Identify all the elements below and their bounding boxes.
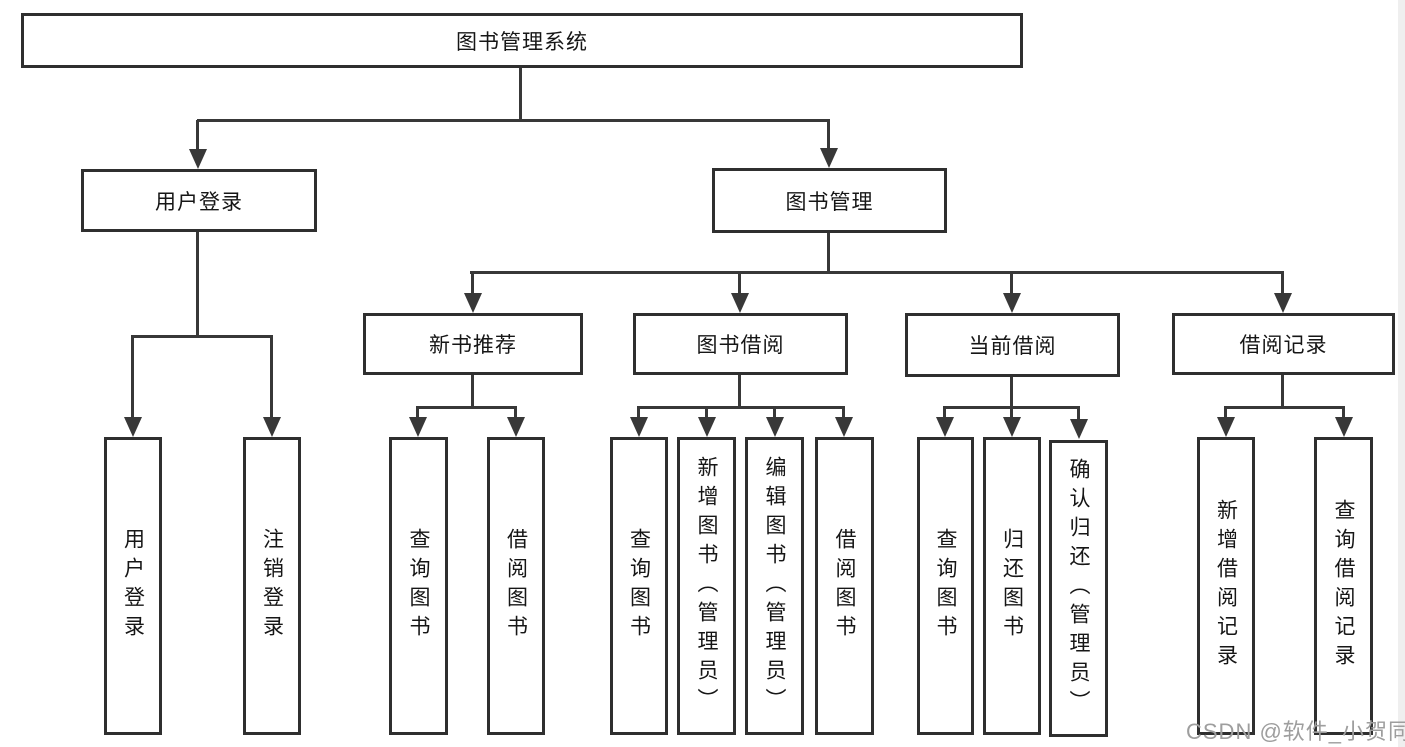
arrow-to-leaf-add-record xyxy=(1224,406,1227,417)
arrow-to-leaf-edit-book xyxy=(773,406,776,417)
connector-book-borrow-stem xyxy=(738,375,741,409)
node-borrowing-records: 借阅记录 xyxy=(1172,313,1395,375)
connector-user-login-rail xyxy=(131,335,273,338)
leaf-add-borrow-record: 新增借阅记录 xyxy=(1197,437,1255,735)
arrow-to-leaf-query-record xyxy=(1342,406,1345,417)
connector-book-mgmt-stem xyxy=(827,233,830,274)
arrow-to-leaf-logout xyxy=(270,336,273,417)
arrow-to-leaf-query-b xyxy=(637,406,640,417)
connector-root-stem xyxy=(519,68,522,122)
node-label: 图书借阅 xyxy=(696,334,785,357)
connector-new-book-stem xyxy=(471,375,474,409)
leaf-label: 编辑图书（管理员） xyxy=(763,455,786,717)
node-user-login: 用户登录 xyxy=(81,169,317,232)
leaf-label: 注销登录 xyxy=(260,528,284,644)
arrow-to-leaf-confirm-return xyxy=(1077,406,1080,419)
leaf-label: 确认归还（管理员） xyxy=(1067,458,1090,719)
arrow-to-leaf-add-book xyxy=(705,406,708,417)
node-root-system: 图书管理系统 xyxy=(21,13,1023,68)
leaf-query-books: 查询图书 xyxy=(917,437,974,735)
arrow-to-current-borrow xyxy=(1010,272,1013,293)
arrow-to-leaf-query-a xyxy=(416,406,419,417)
connector-book-borrow-rail xyxy=(637,406,845,409)
node-label: 新书推荐 xyxy=(429,334,517,357)
arrow-to-leaf-return xyxy=(1010,406,1013,417)
leaf-edit-book-admin: 编辑图书（管理员） xyxy=(745,437,804,735)
connector-user-login-stem xyxy=(196,232,199,338)
node-label: 图书管理系统 xyxy=(456,30,588,54)
leaf-return-books: 归还图书 xyxy=(983,437,1041,735)
leaf-label: 查询图书 xyxy=(934,528,957,644)
right-edge-strip xyxy=(1398,0,1405,747)
leaf-label: 借阅图书 xyxy=(833,528,856,644)
node-label: 当前借阅 xyxy=(968,335,1057,358)
node-new-book-recommend: 新书推荐 xyxy=(363,313,583,375)
connector-borrow-record-stem xyxy=(1281,375,1284,409)
arrow-to-book-mgmt xyxy=(827,120,830,148)
leaf-borrow-books: 借阅图书 xyxy=(815,437,874,735)
arrow-to-borrow-record xyxy=(1281,272,1284,293)
connector-book-mgmt-rail xyxy=(470,271,1284,274)
leaf-label: 新增借阅记录 xyxy=(1214,499,1238,673)
node-book-management: 图书管理 xyxy=(712,168,947,233)
arrow-to-user-login xyxy=(196,120,199,149)
leaf-query-books: 查询图书 xyxy=(610,437,668,735)
leaf-confirm-return-admin: 确认归还（管理员） xyxy=(1049,440,1108,737)
arrow-to-book-borrow xyxy=(738,272,741,293)
connector-root-rail xyxy=(197,119,830,122)
node-label: 用户登录 xyxy=(155,190,243,214)
leaf-label: 借阅图书 xyxy=(504,528,528,644)
connector-new-book-rail xyxy=(416,406,517,409)
leaf-logout: 注销登录 xyxy=(243,437,301,735)
leaf-query-books: 查询图书 xyxy=(389,437,448,735)
arrow-to-new-book-rec xyxy=(471,272,474,293)
leaf-label: 查询图书 xyxy=(627,528,651,644)
leaf-user-login: 用户登录 xyxy=(104,437,162,735)
leaf-label: 用户登录 xyxy=(121,528,145,644)
leaf-label: 归还图书 xyxy=(1000,528,1024,644)
node-label: 借阅记录 xyxy=(1239,334,1328,357)
node-label: 图书管理 xyxy=(785,190,874,214)
leaf-label: 查询图书 xyxy=(407,528,430,644)
leaf-query-borrow-record: 查询借阅记录 xyxy=(1314,437,1373,735)
connector-current-borrow-stem xyxy=(1010,377,1013,409)
node-book-borrowing: 图书借阅 xyxy=(633,313,848,375)
arrow-to-leaf-borrow-a xyxy=(514,406,517,417)
node-current-borrowing: 当前借阅 xyxy=(905,313,1120,377)
arrow-to-leaf-borrow-b xyxy=(842,406,845,417)
leaf-label: 查询借阅记录 xyxy=(1332,499,1355,673)
arrow-to-leaf-user-login xyxy=(131,336,134,417)
leaf-borrow-books: 借阅图书 xyxy=(487,437,545,735)
leaf-label: 新增图书（管理员） xyxy=(695,455,718,717)
arrow-to-leaf-query-c xyxy=(943,406,946,417)
connector-borrow-record-rail xyxy=(1224,406,1345,409)
leaf-add-book-admin: 新增图书（管理员） xyxy=(677,437,736,735)
csdn-watermark: CSDN @软件_小贺同学 xyxy=(1186,719,1405,744)
